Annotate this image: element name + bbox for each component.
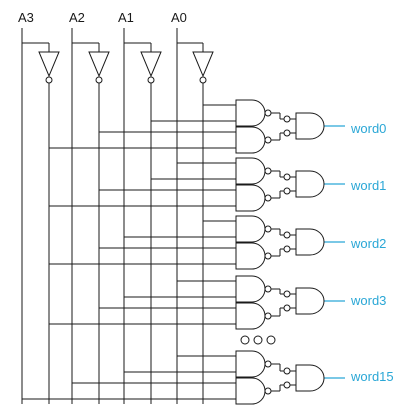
input-label-a2: A2	[69, 10, 85, 25]
nand-bubble	[264, 194, 272, 202]
nand-bubble	[264, 167, 272, 175]
and-gate	[295, 364, 325, 392]
and-input-bubble	[283, 187, 291, 195]
nand-bubble	[264, 109, 272, 117]
nand-gate	[235, 275, 266, 303]
wire-layer	[21, 28, 345, 404]
and-input-bubble	[283, 367, 291, 375]
nand-bubble	[264, 387, 272, 395]
and-input-bubble	[283, 245, 291, 253]
output-label-word3: word3	[350, 293, 386, 308]
and-gate	[295, 287, 325, 315]
and-gate	[295, 112, 325, 140]
inverter-gate	[192, 51, 214, 78]
ellipsis-dots	[240, 335, 276, 345]
and-gate	[295, 170, 325, 198]
output-label-word15: word15	[350, 369, 394, 384]
output-label-word0: word0	[350, 121, 386, 136]
and-input-bubble	[283, 290, 291, 298]
and-input-bubble	[283, 304, 291, 312]
output-label-word2: word2	[350, 236, 386, 251]
nand-bubble	[264, 252, 272, 260]
nand-bubble	[264, 360, 272, 368]
nand-gate	[235, 302, 266, 330]
nand-bubble	[264, 285, 272, 293]
inverter-gate	[88, 51, 110, 78]
inverter-bubble	[199, 76, 207, 84]
nand-gate	[235, 184, 266, 212]
ellipsis-dot	[266, 335, 276, 345]
nand-gate	[235, 350, 266, 378]
and-input-bubble	[283, 129, 291, 137]
input-label-a1: A1	[118, 10, 134, 25]
output-label-word1: word1	[350, 178, 386, 193]
nand-bubble	[264, 225, 272, 233]
ellipsis-dot	[240, 335, 250, 345]
ellipsis-dot	[253, 335, 263, 345]
and-gate	[295, 228, 325, 256]
inverter-bubble	[95, 76, 103, 84]
inverter-gate	[38, 51, 60, 78]
nand-gate	[235, 242, 266, 270]
input-label-a3: A3	[18, 10, 34, 25]
nand-gate	[235, 126, 266, 154]
inverter-bubble	[45, 76, 53, 84]
inverter-bubble	[147, 76, 155, 84]
nand-bubble	[264, 136, 272, 144]
gate-layer	[38, 51, 325, 405]
and-input-bubble	[283, 115, 291, 123]
nand-gate	[235, 157, 266, 185]
and-input-bubble	[283, 231, 291, 239]
input-label-a0: A0	[171, 10, 187, 25]
and-input-bubble	[283, 381, 291, 389]
inverter-gate	[140, 51, 162, 78]
nand-gate	[235, 215, 266, 243]
nand-bubble	[264, 312, 272, 320]
nand-gate	[235, 377, 266, 405]
nand-gate	[235, 99, 266, 127]
and-input-bubble	[283, 173, 291, 181]
